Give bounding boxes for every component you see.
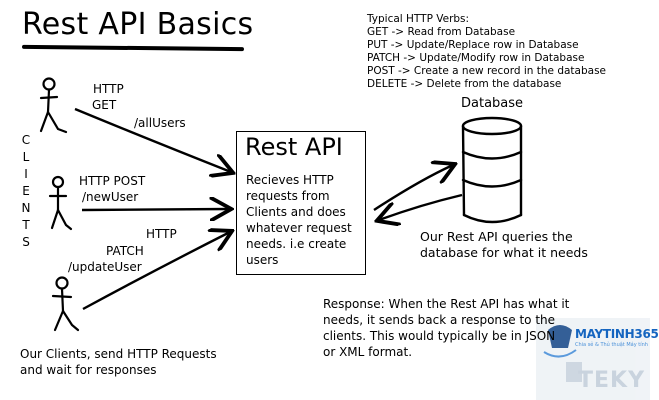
api-desc-line: requests from — [246, 189, 330, 203]
database-cylinder-icon — [461, 116, 523, 224]
rest-api-title: Rest API — [245, 133, 343, 161]
api-desc-line: Clients and does — [246, 205, 346, 219]
verb-patch: PATCH -> Update/Modify row in Database — [367, 52, 585, 64]
response-description: Response: When the Rest API has what it … — [323, 296, 569, 360]
verb-put: PUT -> Update/Replace row in Database — [367, 39, 579, 51]
client-figure-1 — [39, 77, 68, 134]
clients-desc-line: Our Clients, send HTTP Requests — [20, 347, 217, 361]
verbs-heading: Typical HTTP Verbs: — [367, 13, 470, 25]
watermark-logo-icon — [536, 318, 650, 400]
clients-letter: I — [24, 167, 28, 181]
watermark-teky: TEKY — [578, 368, 646, 393]
db-desc-line: database for what it needs — [420, 245, 588, 260]
response-line: Response: When the Rest API has what it — [323, 297, 570, 311]
get-path-label: /allUsers — [134, 116, 186, 130]
db-desc-line: Our Rest API queries the — [420, 229, 573, 244]
watermark-brand: MAYTINH365 — [575, 327, 659, 341]
db-to-api-arrow — [379, 193, 463, 220]
get-arrow — [74, 107, 231, 172]
clients-letter: N — [21, 201, 31, 215]
database-label: Database — [461, 96, 524, 111]
clients-letter: L — [22, 150, 30, 164]
clients-letter: C — [21, 133, 31, 147]
get-http-label: HTTP — [93, 82, 124, 96]
clients-letter: T — [22, 218, 30, 232]
rest-api-description: Recieves HTTP requests from Clients and … — [246, 172, 352, 268]
page-title: Rest API Basics — [22, 7, 254, 42]
post-arrow — [81, 209, 229, 210]
patch-path-label: /updateUser — [68, 260, 142, 274]
post-method-label: HTTP POST — [79, 174, 146, 188]
clients-letter: E — [22, 184, 30, 198]
verb-post: POST -> Create a new record in the datab… — [367, 65, 607, 77]
response-line: or XML format. — [323, 345, 413, 359]
client-figure-2 — [48, 175, 73, 231]
response-line: clients. This would typically be in JSON — [323, 329, 556, 343]
patch-http-label: HTTP — [146, 227, 177, 241]
clients-letter: S — [22, 235, 30, 249]
database-description: Our Rest API queries the database for wh… — [420, 229, 588, 261]
api-desc-line: Recieves HTTP — [246, 173, 334, 187]
watermark-tagline: Chia sẻ & Thủ thuật Máy tính — [575, 342, 648, 348]
get-verb-label: GET — [92, 98, 117, 112]
rest-api-box — [236, 131, 366, 275]
patch-arrow — [82, 232, 230, 311]
patch-verb-label: PATCH — [106, 244, 144, 258]
clients-desc-line: and wait for responses — [20, 363, 157, 377]
api-desc-line: needs. i.e create — [246, 237, 347, 251]
api-desc-line: users — [246, 253, 279, 267]
clients-vertical-label: C L I E N T S — [20, 132, 32, 251]
post-path-label: /newUser — [82, 190, 139, 204]
client-figure-3 — [51, 276, 80, 332]
verb-delete: DELETE -> Delete from the database — [367, 78, 562, 90]
http-verbs-list: Typical HTTP Verbs: GET -> Read from Dat… — [367, 13, 606, 91]
verb-get: GET -> Read from Database — [367, 26, 516, 38]
clients-description: Our Clients, send HTTP Requests and wait… — [20, 346, 217, 378]
response-line: needs, it sends back a response to the — [323, 313, 556, 327]
api-desc-line: whatever request — [246, 221, 352, 235]
api-to-db-arrow — [373, 165, 453, 212]
